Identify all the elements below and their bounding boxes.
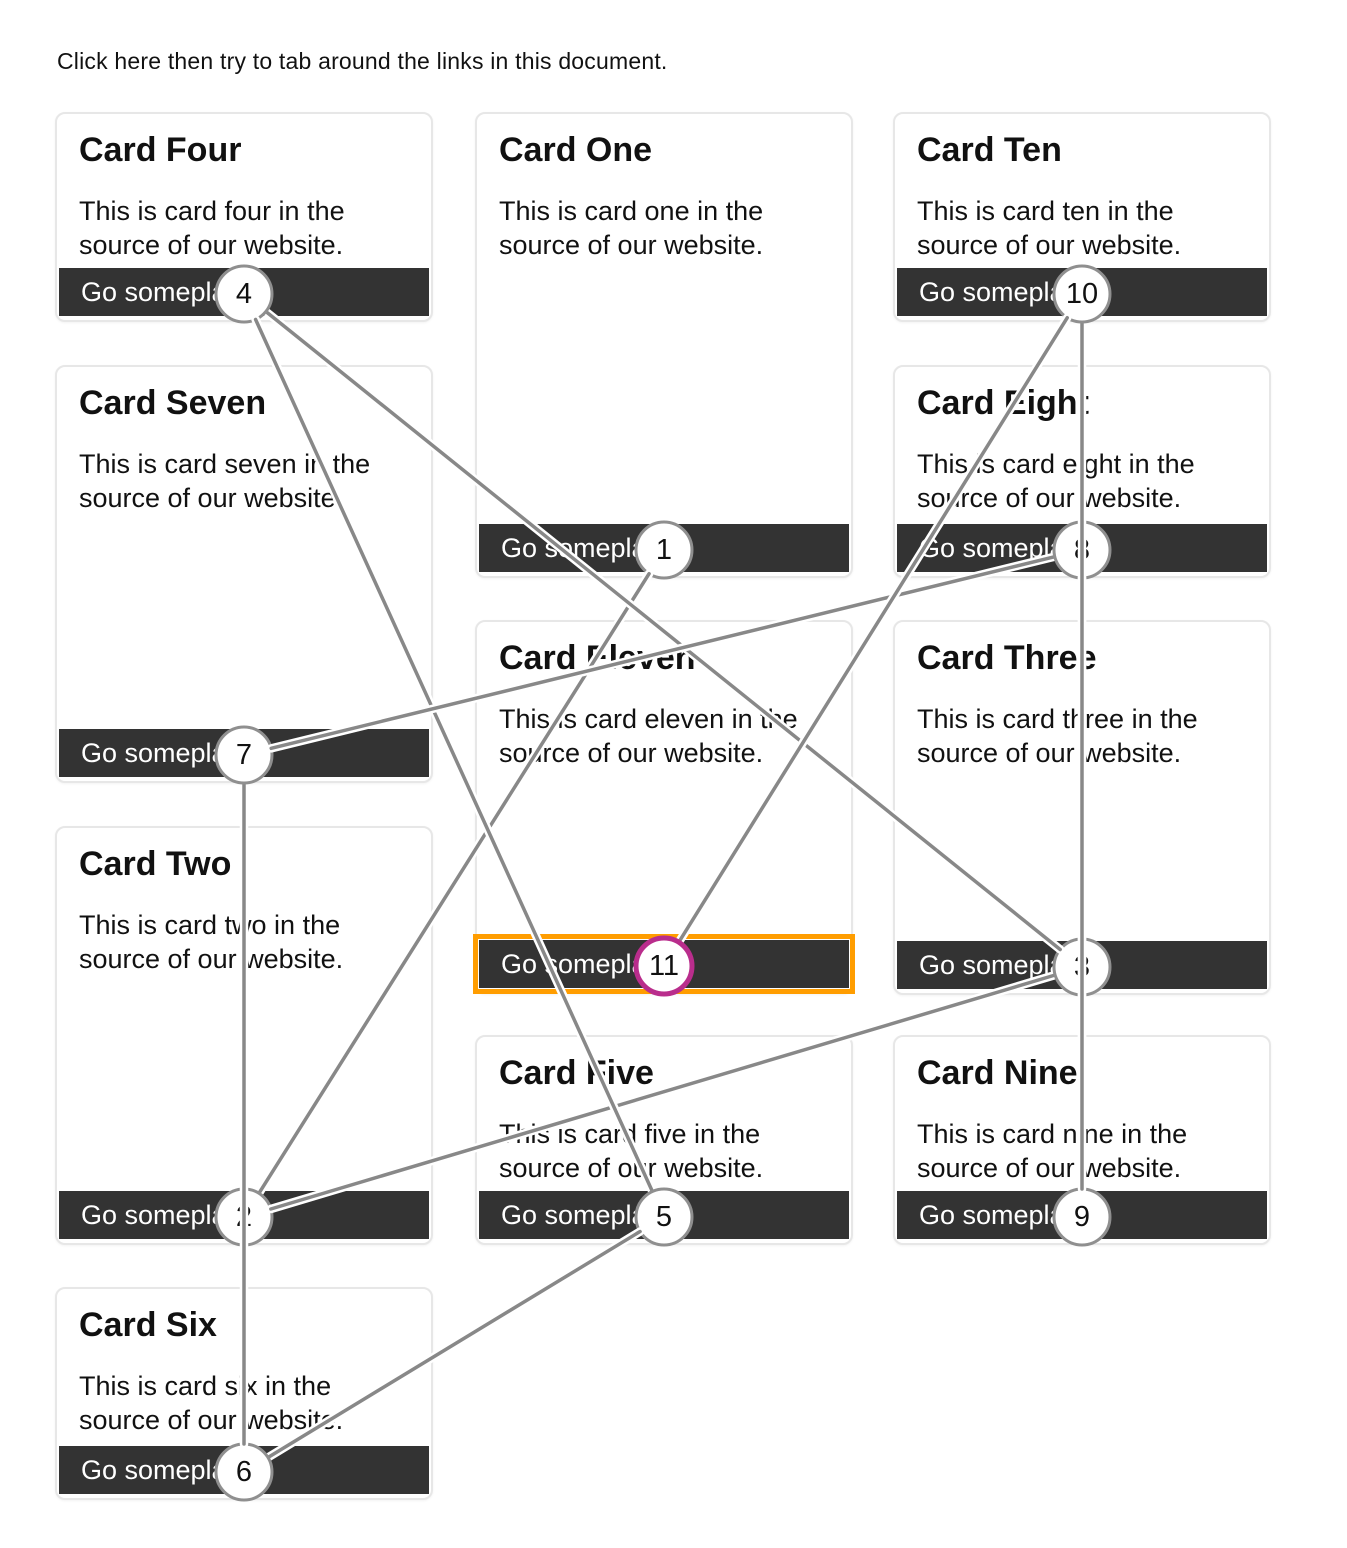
card-title: Card Ten <box>917 131 1062 169</box>
card-body: This is card four in the source of our w… <box>79 195 345 260</box>
card-body: This is card eight in the source of our … <box>917 448 1195 513</box>
go-someplace-button[interactable]: Go someplace <box>479 524 849 572</box>
card-five: Card Five This is card five in the sourc… <box>475 1035 853 1245</box>
card-title: Card Four <box>79 131 242 169</box>
card-title: Card Five <box>499 1054 654 1092</box>
card-eleven: Card Eleven This is card eleven in the s… <box>473 620 855 994</box>
card-body: This is card ten in the source of our we… <box>917 195 1182 260</box>
card-four: Card Four This is card four in the sourc… <box>55 112 433 322</box>
card-body: This is card five in the source of our w… <box>499 1118 764 1183</box>
card-eight: Card Eight This is card eight in the sou… <box>893 365 1271 578</box>
go-someplace-button[interactable]: Go someplace <box>59 729 429 777</box>
card-title: Card Six <box>79 1306 217 1344</box>
card-six: Card Six This is card six in the source … <box>55 1287 433 1500</box>
card-title: Card Two <box>79 845 232 883</box>
go-someplace-button[interactable]: Go someplace <box>479 1191 849 1239</box>
card-body: This is card seven in the source of our … <box>79 448 371 513</box>
card-three: Card Three This is card three in the sou… <box>893 620 1271 995</box>
go-someplace-button[interactable]: Go someplace <box>897 524 1267 572</box>
card-body: This is card six in the source of our we… <box>79 1370 344 1435</box>
card-body: This is card one in the source of our we… <box>499 195 764 260</box>
go-someplace-button[interactable]: Go someplace <box>59 1191 429 1239</box>
card-body: This is card eleven in the source of our… <box>499 703 798 768</box>
card-ten: Card Ten This is card ten in the source … <box>893 112 1271 322</box>
card-title: Card One <box>499 131 653 169</box>
go-someplace-button[interactable]: Go someplace <box>59 268 429 316</box>
card-body: This is card nine in the source of our w… <box>917 1118 1188 1183</box>
go-someplace-button[interactable]: Go someplace <box>897 268 1267 316</box>
go-someplace-button[interactable]: Go someplace <box>897 941 1267 989</box>
go-someplace-button[interactable]: Go someplace <box>897 1191 1267 1239</box>
go-someplace-button[interactable]: Go someplace <box>473 934 855 994</box>
card-one: Card One This is card one in the source … <box>475 112 853 578</box>
card-title: Card Nine <box>917 1054 1078 1092</box>
card-two: Card Two This is card two in the source … <box>55 826 433 1245</box>
card-title: Card Eight <box>917 384 1089 422</box>
card-body: This is card three in the source of our … <box>917 703 1198 768</box>
card-title: Card Eleven <box>499 639 696 677</box>
card-body: This is card two in the source of our we… <box>79 909 344 974</box>
instruction-text: Click here then try to tab around the li… <box>57 48 668 74</box>
go-someplace-button[interactable]: Go someplace <box>59 1446 429 1494</box>
card-seven: Card Seven This is card seven in the sou… <box>55 365 433 783</box>
card-nine: Card Nine This is card nine in the sourc… <box>893 1035 1271 1245</box>
card-title: Card Three <box>917 639 1097 677</box>
card-title: Card Seven <box>79 384 267 422</box>
